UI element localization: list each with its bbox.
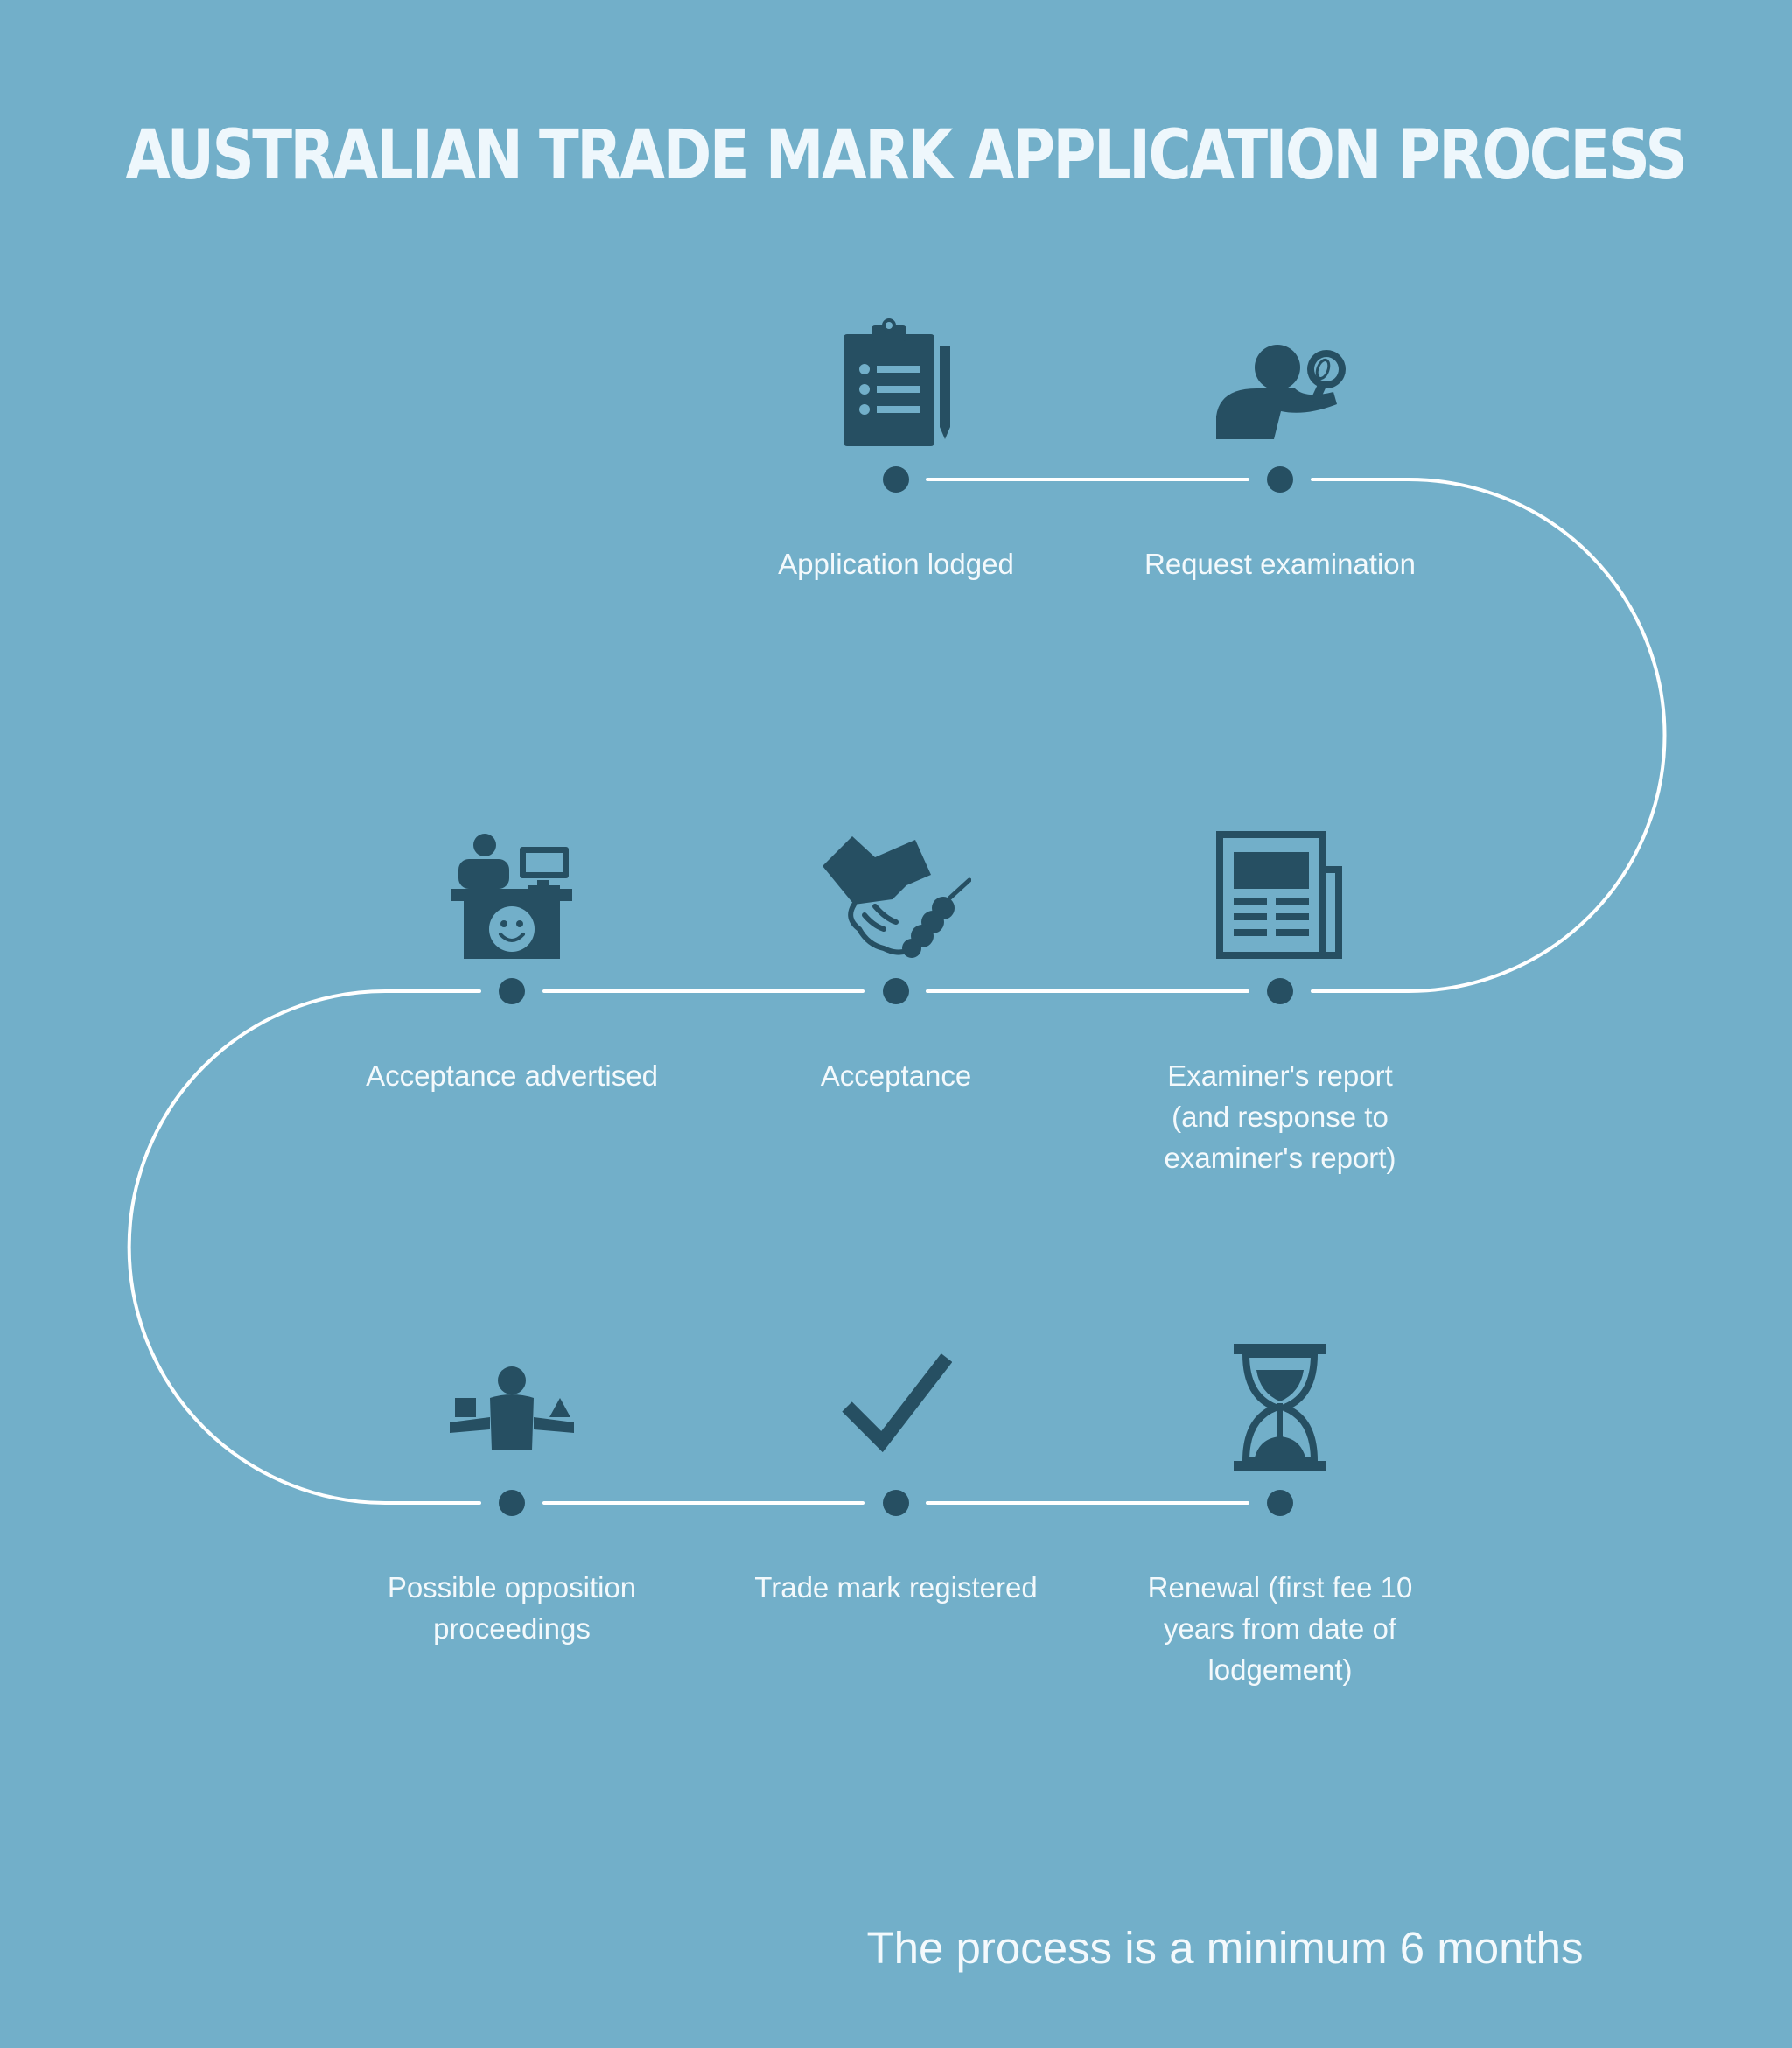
process-duration-note: The process is a minimum 6 months xyxy=(866,1923,1584,1973)
handshake-icon xyxy=(821,835,972,959)
step-node xyxy=(883,466,909,493)
step-label: Renewal (first fee 10 years from date of… xyxy=(1147,1571,1413,1686)
hourglass-icon xyxy=(1234,1342,1326,1473)
step-node xyxy=(499,978,525,1004)
page-title: AUSTRALIAN TRADE MARK APPLICATION PROCES… xyxy=(125,116,1687,195)
step-label: Examiner's report (and response to exami… xyxy=(1164,1059,1396,1174)
scales-person-icon xyxy=(448,1365,576,1450)
reception-desk-icon xyxy=(450,831,574,961)
step-node xyxy=(499,1490,525,1516)
person-magnifier-icon xyxy=(1214,341,1351,443)
step-label: Request examination xyxy=(1144,548,1417,580)
step-node xyxy=(883,1490,909,1516)
step-node xyxy=(1267,978,1293,1004)
step-label: Possible opposition proceedings xyxy=(387,1571,637,1645)
checkmark-icon xyxy=(840,1353,953,1454)
clipboard-checklist-icon xyxy=(838,317,954,448)
step-label: Acceptance xyxy=(820,1059,972,1092)
step-label: Acceptance advertised xyxy=(366,1059,658,1092)
step-label: Trade mark registered xyxy=(754,1571,1038,1604)
newspaper-icon xyxy=(1216,831,1344,961)
step-node xyxy=(1267,466,1293,493)
step-node xyxy=(1267,1490,1293,1516)
step-label: Application lodged xyxy=(778,548,1014,580)
step-node xyxy=(883,978,909,1004)
